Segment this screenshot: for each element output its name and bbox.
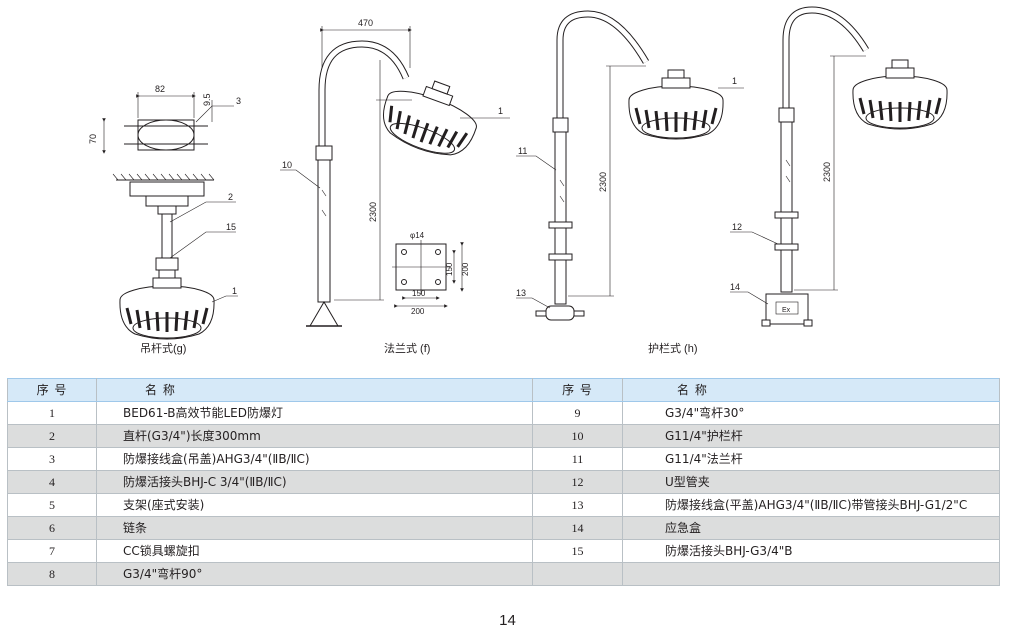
caption-pendant: 吊杆式(g) bbox=[140, 341, 186, 355]
callout-1-guardrail: 1 bbox=[732, 76, 737, 86]
table-header-row: 序 号 名 称 序 号 名 称 bbox=[7, 378, 1000, 402]
pendant-drawing bbox=[102, 92, 238, 341]
part-name: 防爆接线盒(平盖)AHG3/4"(ⅡB/ⅡC)带管接头BHJ-G1/2"C bbox=[622, 493, 1000, 517]
dim-flange-pole-height: 2300 bbox=[368, 202, 378, 222]
dim-bolt-hole: φ14 bbox=[410, 231, 425, 240]
part-name: 链条 bbox=[96, 516, 533, 540]
guardrail-drawing-1 bbox=[516, 10, 744, 321]
parts-table-header: 序 号 名 称 序 号 名 称 bbox=[7, 378, 1000, 402]
header-no-right: 序 号 bbox=[532, 378, 623, 402]
dim-hole-spacing-x: 150 bbox=[412, 289, 426, 298]
part-number: 14 bbox=[532, 516, 623, 540]
header-name-right: 名 称 bbox=[622, 378, 1000, 402]
part-number: 5 bbox=[7, 493, 97, 517]
dim-guardrail-height-2: 2300 bbox=[822, 162, 832, 182]
part-name bbox=[622, 562, 1000, 586]
callout-3: 3 bbox=[236, 96, 241, 106]
flange-drawing bbox=[280, 26, 510, 327]
dim-guardrail-height-1: 2300 bbox=[598, 172, 608, 192]
part-name: U型管夹 bbox=[622, 470, 1000, 494]
dim-arm-span: 470 bbox=[358, 18, 373, 28]
part-number: 12 bbox=[532, 470, 623, 494]
callout-13: 13 bbox=[516, 288, 526, 298]
part-name: G3/4"弯杆90° bbox=[96, 562, 533, 586]
part-number: 10 bbox=[532, 424, 623, 448]
header-name-left: 名 称 bbox=[96, 378, 533, 402]
dim-hole-spacing-y: 150 bbox=[445, 262, 454, 276]
part-number: 4 bbox=[7, 470, 97, 494]
header-no-left: 序 号 bbox=[7, 378, 97, 402]
callout-15: 15 bbox=[226, 222, 236, 232]
part-number: 3 bbox=[7, 447, 97, 471]
callout-14: 14 bbox=[730, 282, 740, 292]
part-number: 7 bbox=[7, 539, 97, 563]
part-number: 2 bbox=[7, 424, 97, 448]
part-name: 支架(座式安装) bbox=[96, 493, 533, 517]
callout-2: 2 bbox=[228, 192, 233, 202]
dim-plate-height: 200 bbox=[461, 262, 470, 276]
junction-box-label: Ex bbox=[782, 307, 791, 314]
part-number: 11 bbox=[532, 447, 623, 471]
part-name: CC锁具螺旋扣 bbox=[96, 539, 533, 563]
part-number: 1 bbox=[7, 401, 97, 425]
part-number: 8 bbox=[7, 562, 97, 586]
callout-1-pendant: 1 bbox=[232, 286, 237, 296]
caption-guardrail: 护栏式 (h) bbox=[648, 341, 698, 355]
part-name: 直杆(G3/4")长度300mm bbox=[96, 424, 533, 448]
part-name: 防爆接线盒(吊盖)AHG3/4"(ⅡB/ⅡC) bbox=[96, 447, 533, 471]
caption-flange: 法兰式 (f) bbox=[384, 341, 430, 355]
part-name: G11/4"护栏杆 bbox=[622, 424, 1000, 448]
dim-bracket-width: 82 bbox=[155, 84, 165, 94]
part-name: 防爆活接头BHJ-G3/4"B bbox=[622, 539, 1000, 563]
callout-1-flange: 1 bbox=[498, 106, 503, 116]
part-name: 防爆活接头BHJ-C 3/4"(ⅡB/ⅡC) bbox=[96, 470, 533, 494]
part-number: 6 bbox=[7, 516, 97, 540]
callout-10: 10 bbox=[282, 160, 292, 170]
part-name: G11/4"法兰杆 bbox=[622, 447, 1000, 471]
part-name: BED61-B高效节能LED防爆灯 bbox=[96, 401, 533, 425]
dim-bracket-height: 70 bbox=[88, 134, 98, 144]
part-number: 9 bbox=[532, 401, 623, 425]
part-number: 13 bbox=[532, 493, 623, 517]
page-number: 14 bbox=[499, 612, 516, 629]
technical-drawings: 82 70 9.5 3 2 15 1 吊杆式(g) bbox=[88, 6, 949, 355]
dim-bracket-gap: 9.5 bbox=[202, 93, 212, 106]
callout-11: 11 bbox=[518, 146, 527, 156]
part-name: 应急盒 bbox=[622, 516, 1000, 540]
part-number: 15 bbox=[532, 539, 623, 563]
callout-12: 12 bbox=[732, 222, 742, 232]
part-number bbox=[532, 562, 623, 586]
dim-plate-width: 200 bbox=[411, 307, 425, 316]
guardrail-drawing-2 bbox=[730, 6, 949, 327]
part-name: G3/4"弯杆30° bbox=[622, 401, 1000, 425]
